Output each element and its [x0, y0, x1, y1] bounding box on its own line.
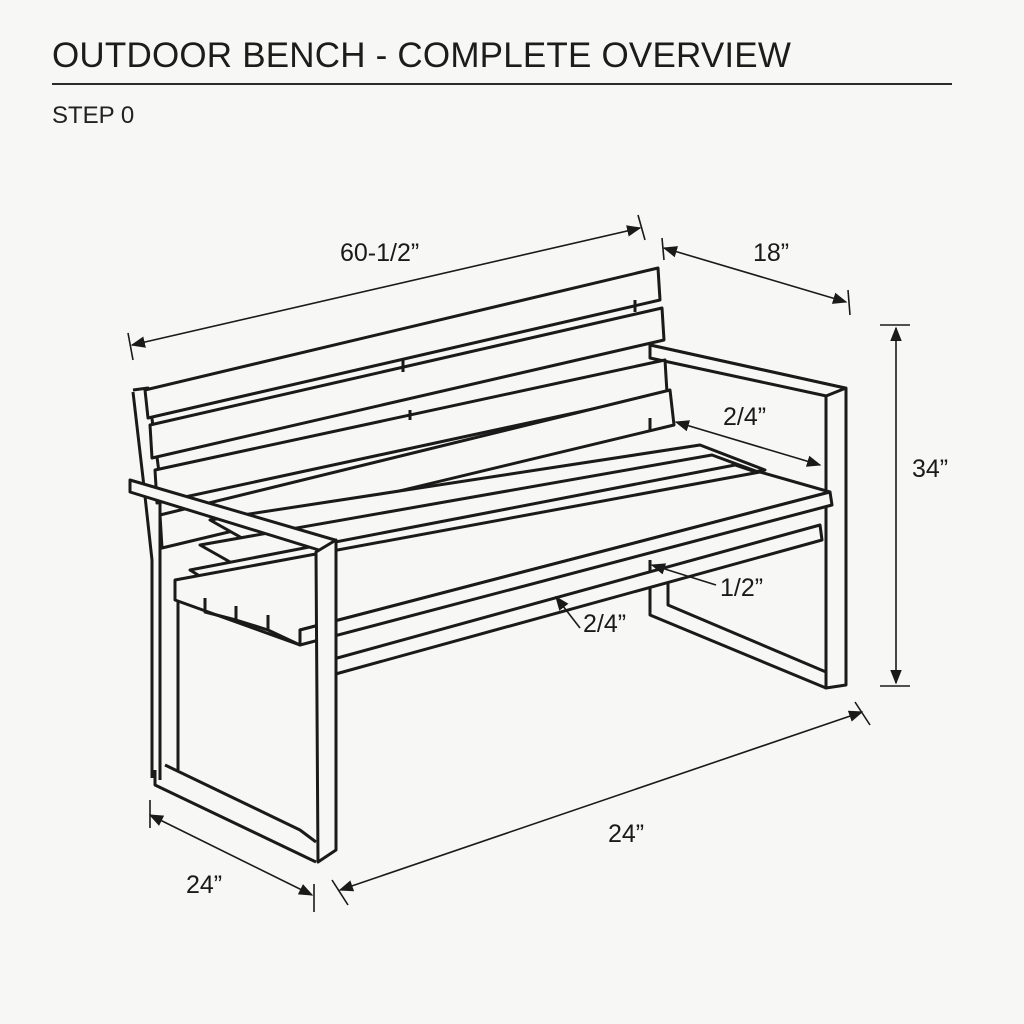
dim-seat-slat: 2/4” — [583, 610, 626, 638]
dim-overall-length: 60-1/2” — [340, 239, 419, 267]
page-title: OUTDOOR BENCH - COMPLETE OVERVIEW — [52, 36, 792, 75]
left-side-frame — [128, 478, 338, 864]
right-side-frame — [648, 343, 848, 690]
dim-side-depth: 24” — [186, 871, 222, 899]
dim-front-length: 24” — [608, 820, 644, 848]
seat-slats — [173, 443, 834, 647]
dim-height: 34” — [912, 455, 948, 483]
title-divider — [52, 83, 952, 85]
dim-armrest-inner: 2/4” — [723, 403, 766, 431]
dim-slat-gap: 1/2” — [720, 574, 763, 602]
step-label: STEP 0 — [52, 102, 135, 129]
dim-depth-top: 18” — [753, 239, 789, 267]
